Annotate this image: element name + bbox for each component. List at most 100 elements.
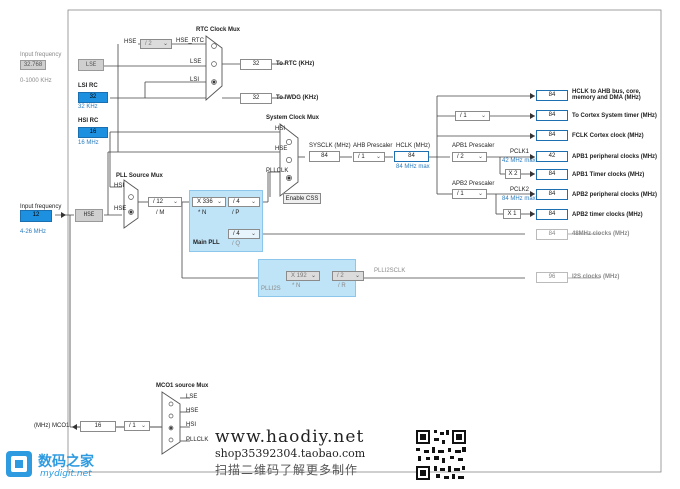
pclk1-max: 42 MHz max <box>502 158 536 164</box>
hse-block[interactable]: HSE <box>75 209 103 222</box>
system-mux-pllclk: PLLCLK <box>266 168 289 174</box>
pll-p-label: / P <box>232 210 240 216</box>
ahb-prescaler-select[interactable]: / 1⌄ <box>353 152 385 162</box>
hse-input-field[interactable]: 12 <box>20 210 52 222</box>
apb2-prescaler-label: APB2 Prescaler <box>452 181 495 187</box>
pll-source-hsi: HSI <box>114 183 125 189</box>
watermark-slogan: 扫描二维码了解更多制作 <box>215 463 359 477</box>
chevron-down-icon: ⌄ <box>310 273 316 279</box>
enable-css-button[interactable]: Enable CSS <box>283 193 321 204</box>
rtc-hse-label: HSE <box>124 39 137 45</box>
rtc-output-value: 32 <box>240 59 272 70</box>
pll-source-hse: HSE <box>114 206 127 212</box>
rtc-hse-divider[interactable]: / 2⌄ <box>140 39 172 49</box>
pclk1-label: PCLK1 <box>510 149 530 155</box>
apb1-prescaler-label: APB1 Prescaler <box>452 143 495 149</box>
output-i2s-label: I2S clocks (MHz) <box>572 274 620 280</box>
hclk-max: 84 MHz max <box>396 164 430 170</box>
output-apb2-periph-label: APB2 peripheral clocks (MHz) <box>572 192 658 198</box>
iwdg-output-label: To IWDG (KHz) <box>276 95 319 101</box>
hclk-value[interactable]: 84 <box>394 151 429 162</box>
lse-block[interactable]: LSE <box>78 59 104 71</box>
hsi-value[interactable]: 16 <box>78 127 108 138</box>
hsi-label: HSI RC <box>78 118 99 124</box>
mco1-source-mux[interactable] <box>161 391 181 455</box>
apb1-prescaler-select[interactable]: / 2⌄ <box>452 152 487 162</box>
chevron-down-icon: ⌄ <box>354 273 360 279</box>
pll-q-label: / Q <box>232 241 241 247</box>
rtc-output-label: To RTC (KHz) <box>276 61 315 67</box>
mco1-divider[interactable]: / 1⌄ <box>124 421 150 431</box>
rtc-hse-rtc-label: HSE_RTC <box>176 38 204 44</box>
pll-q-divider[interactable]: / 4⌄ <box>228 229 260 239</box>
system-mux-hse: HSE <box>275 146 288 152</box>
output-apb2-periph-value[interactable]: 84 <box>536 189 568 200</box>
chevron-down-icon: ⌄ <box>477 191 483 197</box>
output-cortex-timer-value[interactable]: 84 <box>536 110 568 121</box>
output-apb1-timer-value[interactable]: 84 <box>536 169 568 180</box>
output-apb2-timer-value[interactable]: 84 <box>536 209 568 220</box>
plli2s-title: PLLI2S <box>261 286 281 292</box>
mco1-lse: LSE <box>186 394 198 400</box>
pll-n-label: * N <box>198 210 207 216</box>
rtc-mux-title: RTC Clock Mux <box>196 27 241 33</box>
output-48mhz-label: 48MHz clocks (MHz) <box>572 231 630 237</box>
output-i2s-value[interactable]: 96 <box>536 272 568 283</box>
plli2s-r-divider[interactable]: / 2⌄ <box>332 271 364 281</box>
output-apb2-timer-label: APB2 timer clocks (MHz) <box>572 212 643 218</box>
plli2s-n-label: * N <box>292 283 301 289</box>
apb2-timer-multiplier: X 1 <box>503 209 521 219</box>
output-apb1-periph-value[interactable]: 42 <box>536 151 568 162</box>
lsi-label: LSI RC <box>78 83 98 89</box>
apb1-timer-multiplier: X 2 <box>505 169 521 179</box>
hse-input-range: 4-26 MHz <box>20 229 47 235</box>
system-mux-title: System Clock Mux <box>266 115 320 121</box>
plli2s-n-multiplier[interactable]: X 192⌄ <box>286 271 320 281</box>
pll-m-divider[interactable]: / 12⌄ <box>148 197 182 207</box>
hsi-unit: 16 MHz <box>78 140 99 146</box>
chevron-down-icon: ⌄ <box>375 154 381 160</box>
lse-input-field[interactable]: 32.768 <box>20 60 46 70</box>
pll-p-divider[interactable]: / 4⌄ <box>228 197 260 207</box>
mco1-output-label: (MHz) MCO1 <box>34 423 70 429</box>
output-apb1-periph-label: APB1 peripheral clocks (MHz) <box>572 154 658 160</box>
system-mux-hsi: HSI <box>275 126 286 132</box>
lse-input-label: Input frequency <box>20 52 62 58</box>
mco1-hsi: HSI <box>186 422 197 428</box>
output-fclk-value[interactable]: 84 <box>536 130 568 141</box>
mco1-hse: HSE <box>186 408 199 414</box>
main-pll-title: Main PLL <box>193 240 220 246</box>
rtc-lse-label: LSE <box>190 59 202 65</box>
chevron-down-icon: ⌄ <box>477 154 483 160</box>
logo-text-en: mydigit.net <box>40 469 92 479</box>
pll-n-multiplier[interactable]: X 336⌄ <box>192 197 226 207</box>
output-hclk-value[interactable]: 84 <box>536 90 568 101</box>
cortex-timer-divider[interactable]: / 1⌄ <box>455 111 490 121</box>
plli2s-r-label: / R <box>338 283 346 289</box>
chevron-down-icon: ⌄ <box>162 41 168 47</box>
hse-input-label: Input frequency <box>20 204 62 210</box>
chevron-down-icon: ⌄ <box>480 113 486 119</box>
chevron-down-icon: ⌄ <box>216 199 222 205</box>
apb2-prescaler-select[interactable]: / 1⌄ <box>452 189 487 199</box>
sysclk-value: 84 <box>309 151 340 162</box>
mco1-output-value: 16 <box>80 421 116 432</box>
rtc-clock-mux[interactable] <box>205 35 223 101</box>
logo-text-cn: 数码之家 <box>38 454 94 470</box>
mco1-mux-title: MCO1 source Mux <box>156 383 209 389</box>
rtc-lsi-label: LSI <box>190 77 200 83</box>
pll-source-mux[interactable] <box>123 179 139 229</box>
mco1-pllclk: PLLCLK <box>186 437 209 443</box>
watermark-shop: shop35392304.taobao.com <box>215 447 366 460</box>
sysclk-label: SYSCLK (MHz) <box>309 143 351 149</box>
lse-input-range: 0-1000 KHz <box>20 78 52 84</box>
output-cortex-timer-label: To Cortex System timer (MHz) <box>572 113 657 119</box>
output-48mhz-value[interactable]: 84 <box>536 229 568 240</box>
output-apb1-timer-label: APB1 Timer clocks (MHz) <box>572 172 645 178</box>
chevron-down-icon: ⌄ <box>172 199 178 205</box>
pclk2-max: 84 MHz max <box>502 196 536 202</box>
iwdg-output-value: 32 <box>240 93 272 104</box>
lsi-value[interactable]: 32 <box>78 92 108 103</box>
